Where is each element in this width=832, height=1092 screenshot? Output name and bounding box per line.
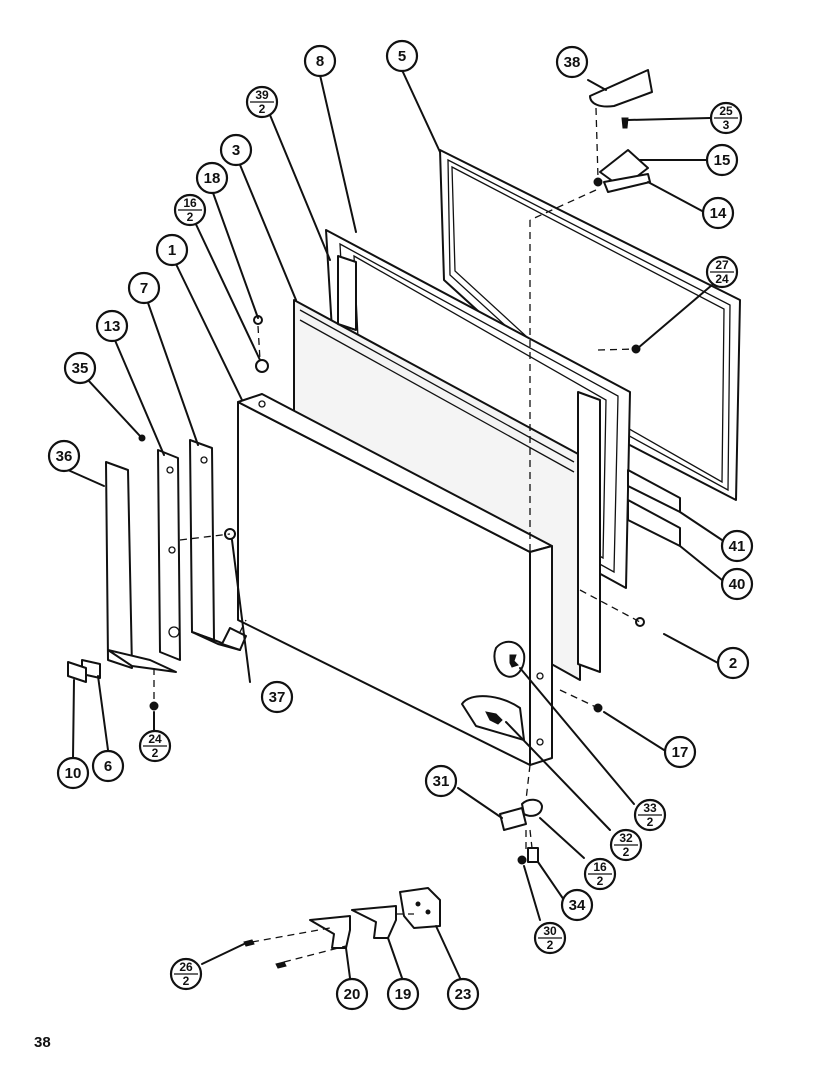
callout-13-number: 13 (104, 318, 121, 335)
assembly-lines (153, 107, 641, 963)
callout-18-number: 18 (204, 170, 221, 187)
callout-23-number: 23 (455, 986, 472, 1003)
callout-33-qty: 2 (647, 815, 654, 829)
callout-27-number: 27 (715, 258, 729, 272)
callout-10-number: 10 (65, 765, 82, 782)
callout-8-number: 8 (316, 53, 324, 70)
callout-3: 3 (219, 133, 253, 167)
callout-34-number: 34 (569, 897, 586, 914)
callout-15-number: 15 (714, 152, 731, 169)
callout-32: 32 2 (609, 828, 643, 862)
callout-10: 10 (56, 756, 90, 790)
callout-41: 41 (720, 529, 754, 563)
door-handle-part (461, 640, 526, 741)
callout-16-top-number: 16 (183, 196, 197, 210)
callout-39: 39 2 (245, 85, 279, 119)
callout-27-qty: 24 (715, 272, 729, 286)
callout-7: 7 (127, 271, 161, 305)
callout-30: 30 2 (533, 921, 567, 955)
callout-38-number: 38 (564, 54, 581, 71)
door-side-channel-part (337, 255, 681, 673)
callout-33-number: 33 (643, 801, 657, 815)
callout-25-number: 25 (719, 104, 733, 118)
leader-lines (67, 69, 723, 979)
callout-2: 2 (716, 646, 750, 680)
page-number: 38 (34, 1034, 51, 1051)
callout-23: 23 (446, 977, 480, 1011)
callout-16-top: 16 2 (173, 193, 207, 227)
callout-37: 37 (260, 680, 294, 714)
callout-30-qty: 2 (547, 938, 554, 952)
callout-24-qty: 2 (152, 746, 159, 760)
callout-35: 35 (63, 351, 97, 385)
callout-25: 25 3 (709, 101, 743, 135)
callout-26-number: 26 (179, 960, 193, 974)
callout-2-number: 2 (729, 655, 737, 672)
callout-36-number: 36 (56, 448, 73, 465)
callout-41-number: 41 (729, 538, 746, 555)
callout-39-number: 39 (255, 88, 269, 102)
callout-40: 40 (720, 567, 754, 601)
top-hinge-part (589, 69, 653, 193)
callout-16-bottom-number: 16 (593, 860, 607, 874)
callout-3-number: 3 (232, 142, 240, 159)
callout-17: 17 (663, 735, 697, 769)
callout-37-number: 37 (269, 689, 286, 706)
door-gasket-part (439, 149, 741, 501)
callout-27: 27 24 (705, 255, 739, 289)
callout-5: 5 (385, 39, 419, 73)
callout-7-number: 7 (140, 280, 148, 297)
callout-31-number: 31 (433, 773, 450, 790)
callout-35-number: 35 (72, 360, 89, 377)
callout-16-bottom: 16 2 (583, 857, 617, 891)
callout-31: 31 (424, 764, 458, 798)
door-bracket-part (67, 439, 247, 683)
callout-1: 1 (155, 233, 189, 267)
callout-14: 14 (701, 196, 735, 230)
callout-13: 13 (95, 309, 129, 343)
callout-32-qty: 2 (623, 845, 630, 859)
callout-26: 26 2 (169, 957, 203, 991)
bottom-bracket-part (243, 887, 441, 969)
callout-19-number: 19 (395, 986, 412, 1003)
callout-33: 33 2 (633, 798, 667, 832)
callout-20: 20 (335, 977, 369, 1011)
callout-36: 36 (47, 439, 81, 473)
screw-part (138, 315, 645, 713)
callout-16-top-qty: 2 (187, 210, 194, 224)
callout-19: 19 (386, 977, 420, 1011)
callout-14-number: 14 (710, 205, 727, 222)
callout-17-number: 17 (672, 744, 689, 761)
callout-8: 8 (303, 44, 337, 78)
callout-6-number: 6 (104, 758, 112, 775)
callout-5-number: 5 (398, 48, 406, 65)
callout-24: 24 2 (138, 729, 172, 763)
callout-18: 18 (195, 161, 229, 195)
bottom-hinge-part (499, 798, 543, 865)
callout-30-number: 30 (543, 924, 557, 938)
callout-25-qty: 3 (723, 118, 730, 132)
callout-38: 38 (555, 45, 589, 79)
callout-40-number: 40 (729, 576, 746, 593)
callout-32-number: 32 (619, 831, 633, 845)
callout-39-qty: 2 (259, 102, 266, 116)
callout-20-number: 20 (344, 986, 361, 1003)
callout-26-qty: 2 (183, 974, 190, 988)
callout-24-number: 24 (148, 732, 162, 746)
callout-15: 15 (705, 143, 739, 177)
callout-34: 34 (560, 888, 594, 922)
callout-16-bottom-qty: 2 (597, 874, 604, 888)
callout-6: 6 (91, 749, 125, 783)
callout-1-number: 1 (168, 242, 176, 259)
